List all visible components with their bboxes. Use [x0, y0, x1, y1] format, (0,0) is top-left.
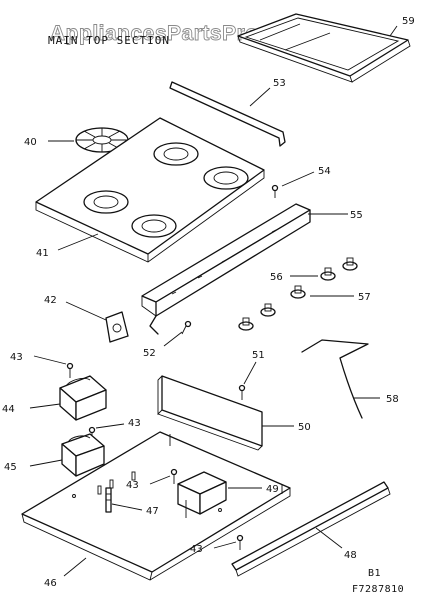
callout-57: 57: [358, 292, 371, 303]
part-44-shield: [59, 375, 107, 421]
part-52-screw: [181, 320, 192, 335]
part-46-bottom-pan: [21, 431, 291, 581]
callout-58: 58: [386, 394, 399, 405]
callout-40: 40: [24, 137, 37, 148]
part-59-cover: [237, 13, 411, 83]
callout-41: 41: [36, 248, 49, 259]
callout-49: 49: [266, 484, 279, 495]
callout-52: 52: [143, 348, 156, 359]
callout-43-a: 43: [10, 352, 23, 363]
part-56-knobs: [320, 257, 358, 281]
part-43-screw-c: [170, 468, 178, 484]
callout-43-c: 43: [126, 480, 139, 491]
callout-53: 53: [273, 78, 286, 89]
callout-54: 54: [318, 166, 331, 177]
callout-48: 48: [344, 550, 357, 561]
part-42-bracket: [105, 311, 129, 343]
part-51-screw: [238, 384, 246, 400]
part-50-panel: [157, 375, 263, 451]
part-58-rod: [301, 339, 369, 419]
callout-45: 45: [4, 462, 17, 473]
part-48-strip: [231, 481, 391, 577]
part-57-knobs: [238, 285, 306, 331]
part-43-screw-d: [236, 534, 244, 550]
callout-47: 47: [146, 506, 159, 517]
part-54-screw: [271, 184, 279, 198]
part-45-shield: [61, 433, 105, 477]
part-41-main-top: [35, 117, 265, 263]
section-title: MAIN TOP SECTION: [48, 34, 170, 47]
callout-44: 44: [2, 404, 15, 415]
callout-55: 55: [350, 210, 363, 221]
callout-43-d: 43: [190, 544, 203, 555]
part-43-screw-a: [66, 362, 74, 378]
part-47-stud: [105, 487, 112, 513]
code-b1: B1: [368, 568, 381, 579]
callout-50: 50: [298, 422, 311, 433]
callout-43-b: 43: [128, 418, 141, 429]
part-53-trim: [169, 81, 286, 147]
part-55-manifold-panel: [141, 203, 311, 335]
callout-56: 56: [270, 272, 283, 283]
part-49-bracket: [177, 471, 227, 518]
callout-46: 46: [44, 578, 57, 589]
callout-51: 51: [252, 350, 265, 361]
drawing-number: F7287810: [352, 584, 404, 595]
callout-59: 59: [402, 16, 415, 27]
callout-42: 42: [44, 295, 57, 306]
